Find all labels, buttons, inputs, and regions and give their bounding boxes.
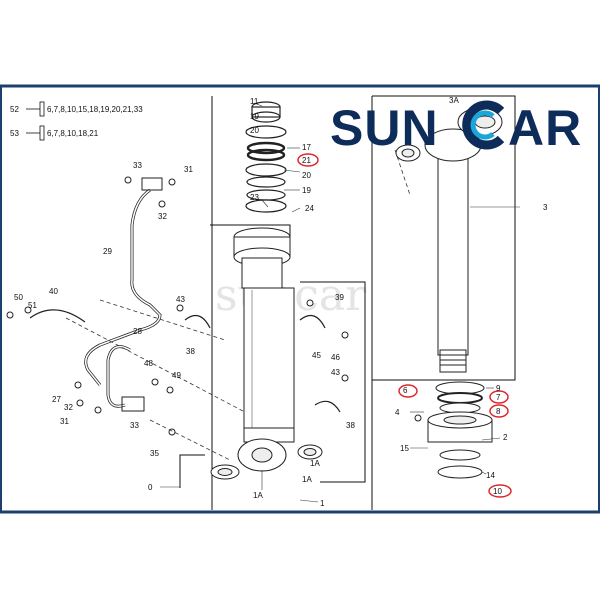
- label-45: 45: [312, 351, 321, 360]
- label-8: 8: [496, 407, 501, 416]
- label-17: 17: [302, 143, 311, 152]
- label-3A: 3A: [449, 96, 459, 105]
- label-32: 32: [64, 403, 73, 412]
- highlight-7: [489, 390, 509, 404]
- seal-stack: [245, 101, 287, 213]
- label-1: 1: [320, 499, 325, 508]
- label-14: 14: [486, 471, 495, 480]
- label-28: 28: [133, 327, 142, 336]
- label-27: 27: [52, 395, 61, 404]
- highlight-10: [488, 484, 512, 498]
- label-49: 49: [172, 371, 181, 380]
- label-15: 15: [400, 444, 409, 453]
- brand-logo: SUN AR: [330, 100, 582, 156]
- label-40: 40: [49, 287, 58, 296]
- label-10: 10: [493, 487, 502, 496]
- label-43: 43: [176, 295, 185, 304]
- label-2: 2: [503, 433, 508, 442]
- label-31: 31: [184, 165, 193, 174]
- label-33: 33: [130, 421, 139, 430]
- piping-assembly: [6, 176, 349, 436]
- label-1A: 1A: [253, 491, 263, 500]
- kit-parts: 6,7,8,10,18,21: [47, 129, 99, 138]
- kit-parts: 6,7,8,10,15,18,19,20,21,33: [47, 105, 143, 114]
- label-19: 19: [302, 186, 311, 195]
- label-46: 46: [331, 353, 340, 362]
- kit-number: 53: [10, 129, 19, 138]
- group-brackets: [179, 95, 516, 510]
- label-24: 24: [305, 204, 314, 213]
- label-20: 20: [302, 171, 311, 180]
- label-48: 48: [144, 359, 153, 368]
- kit-list: 52 6,7,8,10,15,18,19,20,21,33 53 6,7,8,1…: [10, 101, 143, 141]
- label-35: 35: [150, 449, 159, 458]
- label-38: 38: [346, 421, 355, 430]
- label-9: 9: [496, 384, 501, 393]
- label-1A: 1A: [310, 459, 320, 468]
- highlight-21: [297, 153, 319, 167]
- label-38: 38: [186, 347, 195, 356]
- label-4: 4: [395, 408, 400, 417]
- label-0: 0: [148, 483, 153, 492]
- label-19: 19: [250, 112, 259, 121]
- label-31: 31: [60, 417, 69, 426]
- logo-text-left: SUN: [330, 100, 439, 156]
- label-6: 6: [403, 386, 408, 395]
- logo-c-mark: [462, 100, 505, 150]
- cylinder-body: [210, 227, 323, 480]
- gland-assembly: [414, 381, 493, 479]
- highlighted-parts: [297, 153, 512, 498]
- label-33: 33: [133, 161, 142, 170]
- label-3: 3: [543, 203, 548, 212]
- label-7: 7: [496, 393, 501, 402]
- highlight-8: [489, 404, 509, 418]
- label-32: 32: [158, 212, 167, 221]
- label-1A: 1A: [302, 475, 312, 484]
- logo-text-right: AR: [508, 100, 582, 156]
- label-51: 51: [28, 301, 37, 310]
- part-labels: 11 19 20 17 21 20 19 23 24 33 31 32 29 4…: [14, 96, 548, 508]
- label-20: 20: [250, 126, 259, 135]
- label-29: 29: [103, 247, 112, 256]
- label-leaders: [160, 102, 520, 503]
- label-43: 43: [331, 368, 340, 377]
- label-11: 11: [250, 97, 259, 106]
- label-21: 21: [302, 156, 311, 165]
- label-23: 23: [250, 193, 259, 202]
- label-50: 50: [14, 293, 23, 302]
- kit-number: 52: [10, 105, 19, 114]
- highlight-6: [398, 384, 418, 398]
- label-39: 39: [335, 293, 344, 302]
